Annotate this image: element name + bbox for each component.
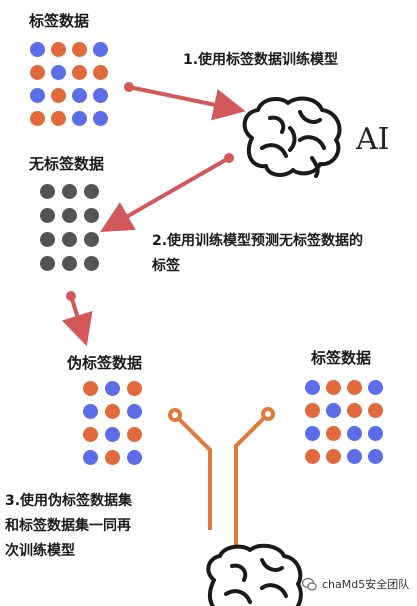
labeled2-blue-dot <box>326 403 341 418</box>
labeled-blue-dot <box>93 42 108 57</box>
labeled2-orange-dot <box>368 403 383 418</box>
labeled-blue-dot <box>30 42 45 57</box>
labeled2-blue-dot <box>305 426 320 441</box>
labeled2-blue-dot <box>305 380 320 395</box>
brain-icon <box>242 96 342 178</box>
labeled-orange-dot <box>30 111 45 126</box>
labeled-data-title: 标签数据 <box>29 12 90 30</box>
unlabeled-gray-dot <box>84 208 99 223</box>
pseudo-orange-dot <box>127 381 142 396</box>
labeled2-orange-dot <box>326 426 341 441</box>
pseudo-blue-dot <box>105 427 120 442</box>
pseudo-orange-dot <box>83 381 98 396</box>
arrow-predict-labels <box>100 153 234 232</box>
step-3-text-line2: 和标签数据集一同再 <box>5 518 131 534</box>
labeled-orange-dot <box>72 65 87 80</box>
labeled-orange-dot <box>51 42 66 57</box>
labeled-data-2-grid <box>305 380 383 464</box>
unlabeled-gray-dot <box>84 232 99 247</box>
unlabeled-gray-dot <box>40 208 55 223</box>
labeled2-blue-dot <box>347 426 362 441</box>
merge-connector <box>168 407 275 545</box>
labeled-blue-dot <box>30 88 45 103</box>
unlabeled-gray-dot <box>84 256 99 271</box>
unlabeled-gray-dot <box>62 208 77 223</box>
arrow-train-model <box>124 82 246 121</box>
watermark: chaMd5安全团队 <box>301 576 410 592</box>
unlabeled-gray-dot <box>62 256 77 271</box>
unlabeled-gray-dot <box>84 184 99 199</box>
pseudo-orange-dot <box>105 450 120 465</box>
step-2-text-line2: 标签 <box>152 258 180 274</box>
labeled-blue-dot <box>51 65 66 80</box>
labeled2-orange-dot <box>347 403 362 418</box>
labeled-orange-dot <box>30 65 45 80</box>
step-1-text: 1.使用标签数据训练模型 <box>183 52 339 68</box>
unlabeled-gray-dot <box>40 232 55 247</box>
labeled-orange-dot <box>72 42 87 57</box>
unlabeled-gray-dot <box>62 184 77 199</box>
labeled-orange-dot <box>51 111 66 126</box>
labeled-orange-dot <box>93 65 108 80</box>
pseudo-orange-dot <box>83 427 98 442</box>
labeled2-blue-dot <box>347 449 362 464</box>
pseudo-blue-dot <box>83 404 98 419</box>
labeled-data-2-title: 标签数据 <box>311 349 372 367</box>
unlabeled-data-grid <box>40 184 99 271</box>
labeled2-blue-dot <box>368 426 383 441</box>
unlabeled-data-title: 无标签数据 <box>29 155 105 173</box>
labeled2-orange-dot <box>305 403 320 418</box>
unlabeled-gray-dot <box>40 184 55 199</box>
step-3-text-line1: 3.使用伪标签数据集 <box>5 493 133 509</box>
pseudo-orange-dot <box>127 427 142 442</box>
step-2-text-line1: 2.使用训练模型预测无标签数据的 <box>152 233 364 249</box>
brain-icon-bottom <box>206 543 303 606</box>
arrow-generate-pseudo-labels <box>61 291 93 347</box>
pseudo-blue-dot <box>105 381 120 396</box>
pseudo-blue-dot <box>83 450 98 465</box>
labeled2-orange-dot <box>326 380 341 395</box>
labeled2-orange-dot <box>326 449 341 464</box>
labeled-blue-dot <box>93 88 108 103</box>
unlabeled-gray-dot <box>62 232 77 247</box>
pseudo-labeled-data-title: 伪标签数据 <box>67 354 143 372</box>
step-3-text-line3: 次训练模型 <box>5 543 75 559</box>
labeled-blue-dot <box>72 88 87 103</box>
pseudo-labeled-data-grid <box>83 381 142 465</box>
labeled-blue-dot <box>93 111 108 126</box>
labeled-blue-dot <box>72 111 87 126</box>
unlabeled-gray-dot <box>40 256 55 271</box>
labeled2-orange-dot <box>305 449 320 464</box>
ai-model-label: AI <box>356 122 390 157</box>
pseudo-blue-dot <box>127 404 142 419</box>
labeled2-blue-dot <box>368 449 383 464</box>
pseudo-orange-dot <box>105 404 120 419</box>
pseudo-blue-dot <box>127 450 142 465</box>
labeled2-blue-dot <box>368 380 383 395</box>
labeled-orange-dot <box>51 88 66 103</box>
watermark-text: chaMd5安全团队 <box>322 578 410 591</box>
labeled-data-grid <box>30 42 108 126</box>
labeled2-orange-dot <box>347 380 362 395</box>
wechat-icon <box>301 577 317 592</box>
